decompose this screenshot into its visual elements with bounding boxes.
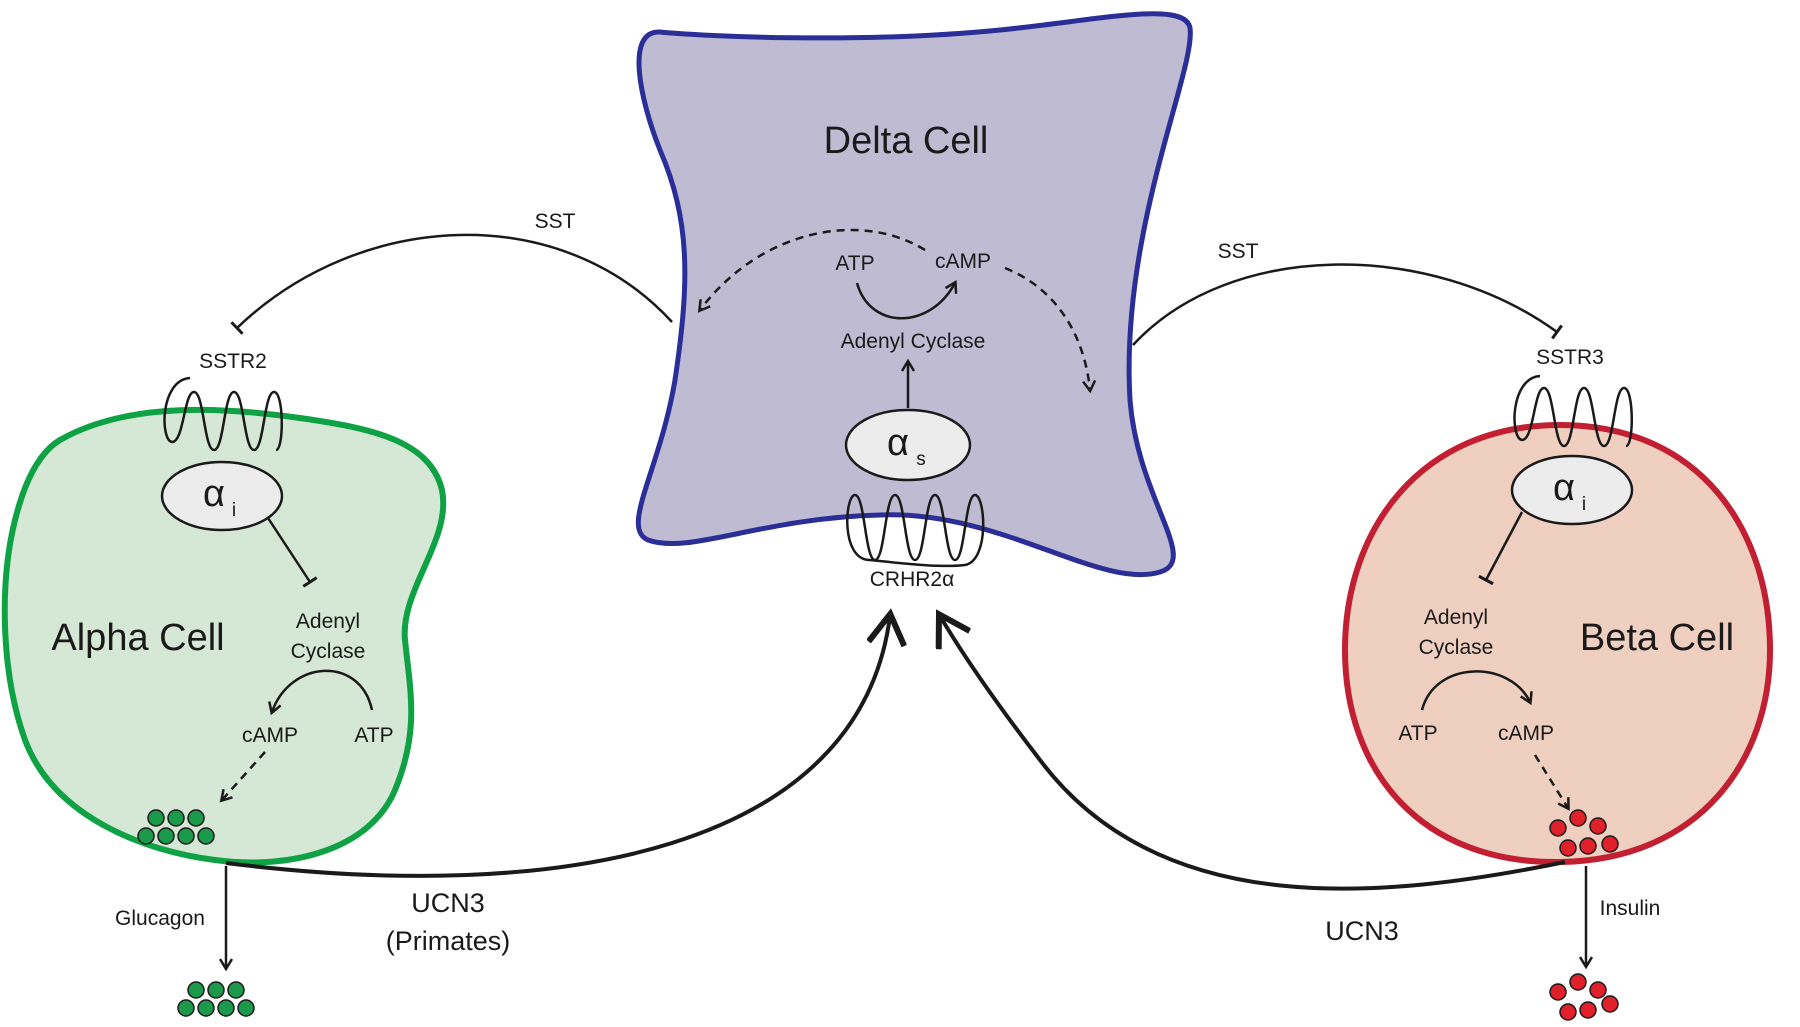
granule: [137, 827, 155, 845]
granule: [1601, 995, 1619, 1013]
alpha-g-protein-label: α: [203, 473, 225, 515]
ucn3-left-sublabel: (Primates): [386, 926, 511, 956]
granule: [197, 827, 215, 845]
delta-atp-to-camp-arrow: [855, 283, 955, 320]
delta-camp-label: cAMP: [935, 250, 991, 273]
sstr2-label: SSTR2: [199, 350, 267, 373]
ucn3-right-label: UCN3: [1325, 916, 1399, 946]
ucn3-alpha-to-delta-arrow: [225, 616, 890, 878]
granule: [187, 981, 205, 999]
beta-g-protein-subscript: i: [1582, 494, 1586, 515]
alpha-g-protein: [160, 460, 284, 532]
granule: [167, 809, 185, 827]
sst-to-alpha-inhibition: [230, 233, 673, 335]
sstr2-receptor: [163, 376, 284, 452]
delta-cell-title: Delta Cell: [824, 120, 989, 162]
alpha-cell: Alpha Cell SSTR2 α i Adenyl Cyclase cAMP…: [1, 350, 447, 866]
alpha-enzyme-line2: Cyclase: [291, 640, 366, 663]
alpha-enzyme-line1: Adenyl: [296, 610, 360, 633]
granule: [1569, 809, 1587, 827]
sst-left-label: SST: [535, 210, 576, 233]
alpha-atp-label: ATP: [354, 724, 393, 747]
insulin-granules-intracellular: [1549, 809, 1619, 857]
alpha-cell-membrane: [1, 406, 447, 866]
insulin-label: Insulin: [1600, 897, 1661, 920]
alpha-cell-title: Alpha Cell: [51, 617, 224, 659]
glucagon-label: Glucagon: [115, 907, 205, 930]
beta-camp-dashed-arrow: [1533, 754, 1568, 808]
beta-cell-title: Beta Cell: [1580, 617, 1734, 659]
alpha-atp-to-camp-arrow: [272, 669, 374, 712]
beta-enzyme-line1: Adenyl: [1424, 606, 1488, 629]
granule: [1569, 973, 1587, 991]
insulin-granules-secreted: [1549, 973, 1619, 1021]
alpha-camp-dashed-arrow: [222, 751, 266, 800]
beta-g-protein-label: α: [1553, 467, 1575, 509]
granule: [1589, 981, 1607, 999]
granule: [237, 999, 255, 1017]
delta-receptor-label: CRHR2α: [870, 568, 954, 591]
granule: [1579, 1001, 1597, 1019]
delta-receptor-crhr2a: [846, 493, 985, 568]
sstr3-label: SSTR3: [1536, 346, 1604, 369]
granule: [227, 981, 245, 999]
delta-cell: Delta Cell ATP cAMP Adenyl Cyclase α s C…: [635, 11, 1193, 591]
granule: [1559, 1003, 1577, 1021]
granule: [187, 809, 205, 827]
beta-cell: Beta Cell SSTR3 α i Adenyl Cyclase ATP c…: [1341, 346, 1774, 866]
granule: [197, 999, 215, 1017]
delta-g-protein: [844, 408, 972, 482]
delta-atp-label: ATP: [835, 252, 874, 275]
glucagon-granules-secreted: [177, 981, 255, 1017]
granule: [157, 827, 175, 845]
granule: [147, 809, 165, 827]
beta-atp-to-camp-arrow: [1420, 670, 1530, 711]
granule: [1579, 837, 1597, 855]
delta-dashed-arrow-left: [700, 228, 926, 310]
beta-g-protein: [1510, 454, 1634, 526]
sst-right-label: SST: [1218, 240, 1259, 263]
delta-enzyme-label: Adenyl Cyclase: [841, 330, 986, 353]
delta-cell-membrane: [635, 11, 1193, 578]
granule: [1549, 819, 1567, 837]
sst-to-beta-inhibition: [1132, 263, 1563, 346]
beta-camp-label: cAMP: [1498, 722, 1554, 745]
granule: [177, 999, 195, 1017]
alpha-g-protein-subscript: i: [232, 500, 236, 521]
glucagon-granules-intracellular: [137, 809, 215, 845]
ucn3-left-label: UCN3: [411, 888, 485, 918]
ucn3-beta-to-delta-arrow: [940, 616, 1566, 891]
granule: [1589, 817, 1607, 835]
beta-gi-inhibits-cyclase: [1478, 511, 1524, 586]
granule: [1559, 839, 1577, 857]
granule: [1549, 983, 1567, 1001]
granule: [177, 827, 195, 845]
granule: [217, 999, 235, 1017]
beta-atp-label: ATP: [1398, 722, 1437, 745]
granule: [207, 981, 225, 999]
delta-dashed-arrow-right: [1004, 266, 1090, 390]
alpha-gi-inhibits-cyclase: [266, 517, 318, 588]
delta-g-protein-label: α: [887, 422, 909, 464]
delta-g-protein-subscript: s: [916, 449, 926, 470]
beta-enzyme-line2: Cyclase: [1419, 636, 1494, 659]
alpha-camp-label: cAMP: [242, 724, 298, 747]
granule: [1601, 835, 1619, 853]
sstr3-receptor: [1513, 374, 1634, 448]
